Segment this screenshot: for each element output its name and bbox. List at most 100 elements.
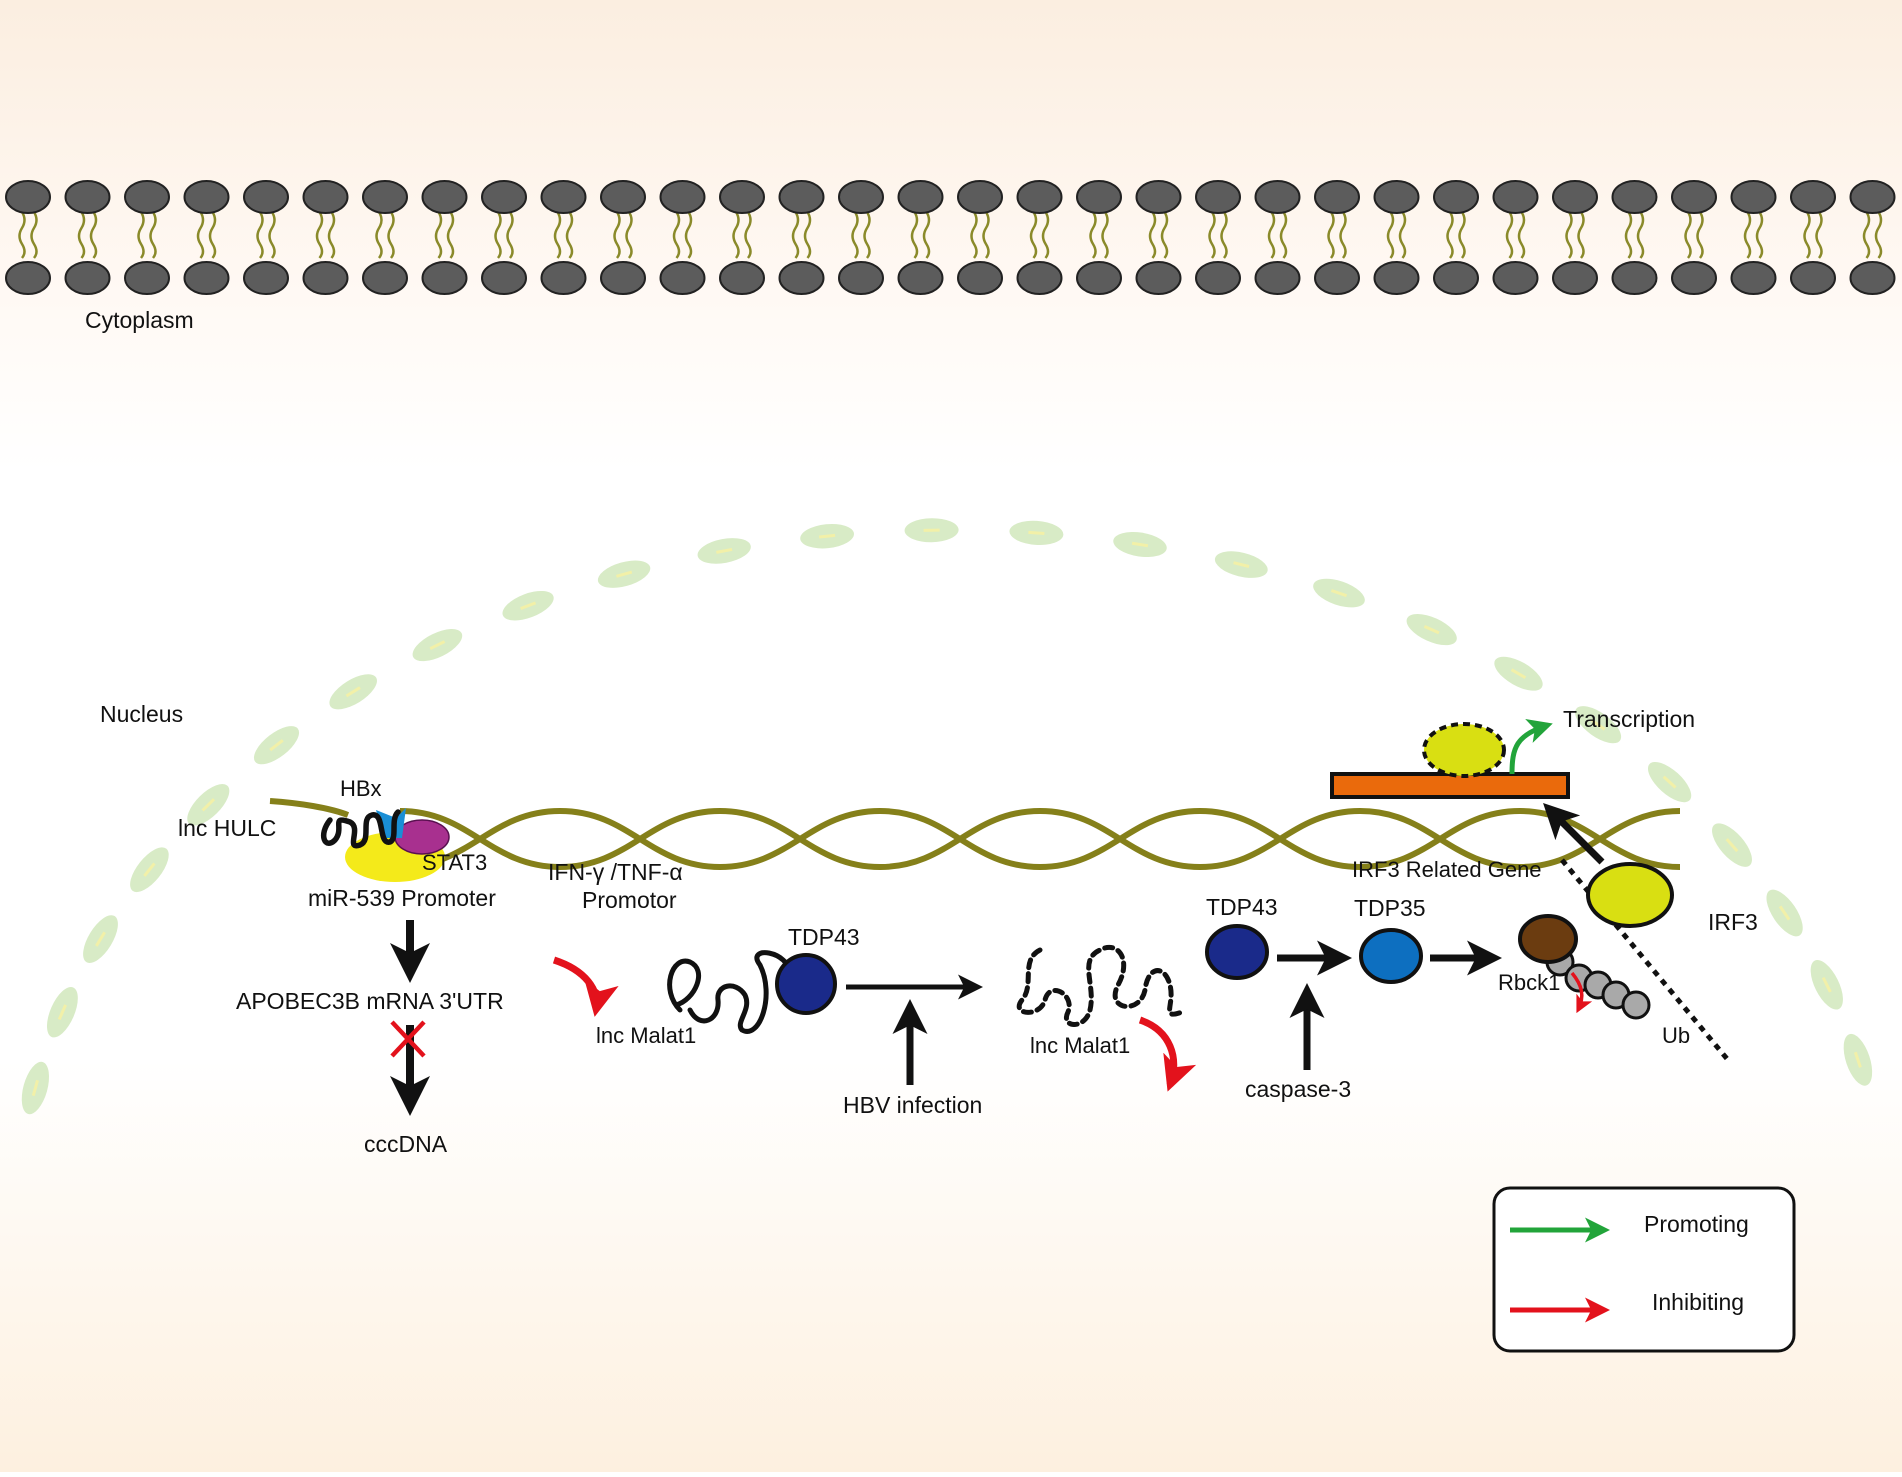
lipid-head bbox=[542, 181, 586, 213]
mir539-promoter-label: miR-539 Promoter bbox=[308, 885, 496, 911]
lipid-head bbox=[720, 181, 764, 213]
lipid-head bbox=[66, 262, 110, 294]
lnc-malat1-left-label: lnc Malat1 bbox=[596, 1023, 696, 1048]
lipid-head bbox=[125, 262, 169, 294]
lipid-head bbox=[1434, 262, 1478, 294]
tdp43-right-label: TDP43 bbox=[1206, 894, 1278, 920]
lipid-head bbox=[1613, 262, 1657, 294]
irf3-label: IRF3 bbox=[1708, 909, 1758, 935]
lipid-head bbox=[1018, 262, 1062, 294]
lipid-head bbox=[958, 181, 1002, 213]
caspase3-label: caspase-3 bbox=[1245, 1076, 1351, 1102]
lipid-head bbox=[1434, 181, 1478, 213]
lipid-head bbox=[1256, 181, 1300, 213]
ub-label: Ub bbox=[1662, 1023, 1690, 1048]
nuclear-pore-core bbox=[819, 535, 835, 537]
irf3-protein bbox=[1588, 864, 1672, 926]
rbck1-label: Rbck1 bbox=[1498, 970, 1560, 995]
lipid-head bbox=[1851, 262, 1895, 294]
lipid-head bbox=[1672, 262, 1716, 294]
lipid-head bbox=[1494, 181, 1538, 213]
lipid-head bbox=[601, 181, 645, 213]
lipid-head bbox=[6, 262, 50, 294]
promotor-label: Promotor bbox=[582, 887, 677, 913]
rbck1-protein bbox=[1520, 916, 1576, 962]
lipid-head bbox=[1791, 262, 1835, 294]
irf3-related-gene-bar bbox=[1332, 774, 1568, 797]
lipid-head bbox=[661, 262, 705, 294]
hbx-label: HBx bbox=[340, 776, 382, 801]
lipid-head bbox=[304, 181, 348, 213]
lipid-head bbox=[423, 262, 467, 294]
lipid-head bbox=[244, 181, 288, 213]
lipid-head bbox=[1315, 262, 1359, 294]
lipid-head bbox=[304, 262, 348, 294]
tdp43-protein-left bbox=[777, 955, 835, 1013]
legend: Promoting Inhibiting bbox=[1494, 1188, 1794, 1351]
legend-inhibiting-label: Inhibiting bbox=[1652, 1289, 1744, 1315]
lipid-head bbox=[185, 262, 229, 294]
lipid-head bbox=[1851, 181, 1895, 213]
lipid-head bbox=[1732, 181, 1776, 213]
lipid-head bbox=[839, 181, 883, 213]
lipid-head bbox=[1553, 262, 1597, 294]
lipid-head bbox=[1494, 262, 1538, 294]
cccdna-label: cccDNA bbox=[364, 1131, 448, 1157]
hbv-infection-label: HBV infection bbox=[843, 1092, 982, 1118]
tdp43-left-label: TDP43 bbox=[788, 924, 860, 950]
lipid-head bbox=[601, 262, 645, 294]
lipid-head bbox=[1018, 181, 1062, 213]
lipid-head bbox=[1137, 262, 1181, 294]
apobec3b-label: APOBEC3B mRNA 3'UTR bbox=[236, 988, 504, 1014]
lipid-head bbox=[1077, 262, 1121, 294]
lipid-head bbox=[1553, 181, 1597, 213]
lipid-head bbox=[1196, 262, 1240, 294]
transcription-label: Transcription bbox=[1563, 706, 1695, 732]
lipid-head bbox=[363, 262, 407, 294]
lipid-head bbox=[1077, 181, 1121, 213]
nuclear-pore-core bbox=[1028, 532, 1044, 533]
bound-irf3-protein bbox=[1424, 724, 1504, 776]
lipid-head bbox=[482, 262, 526, 294]
lipid-head bbox=[1732, 262, 1776, 294]
lnc-hulc-label: lnc HULC bbox=[178, 815, 276, 841]
lipid-head bbox=[1613, 181, 1657, 213]
ifn-tnf-label: IFN-γ /TNF-α bbox=[548, 859, 683, 885]
lipid-head bbox=[1791, 181, 1835, 213]
lipid-head bbox=[66, 181, 110, 213]
lipid-head bbox=[958, 262, 1002, 294]
cytoplasm-label: Cytoplasm bbox=[85, 307, 194, 333]
lipid-head bbox=[720, 262, 764, 294]
lipid-head bbox=[244, 262, 288, 294]
lipid-head bbox=[482, 181, 526, 213]
lipid-head bbox=[899, 181, 943, 213]
lipid-head bbox=[1315, 181, 1359, 213]
lipid-head bbox=[6, 181, 50, 213]
legend-promoting-label: Promoting bbox=[1644, 1211, 1749, 1237]
lnc-malat1-right-label: lnc Malat1 bbox=[1030, 1033, 1130, 1058]
lipid-head bbox=[1672, 181, 1716, 213]
lipid-head bbox=[1256, 262, 1300, 294]
tdp43-protein-right bbox=[1207, 926, 1267, 978]
lipid-head bbox=[1196, 181, 1240, 213]
lipid-head bbox=[1375, 181, 1419, 213]
lipid-head bbox=[125, 181, 169, 213]
lipid-head bbox=[839, 262, 883, 294]
lipid-head bbox=[542, 262, 586, 294]
tdp35-protein bbox=[1361, 930, 1421, 982]
lipid-head bbox=[363, 181, 407, 213]
lipid-head bbox=[780, 181, 824, 213]
tdp35-label: TDP35 bbox=[1354, 895, 1426, 921]
lipid-head bbox=[1137, 181, 1181, 213]
lipid-head bbox=[185, 181, 229, 213]
stat3-label: STAT3 bbox=[422, 850, 487, 875]
lipid-head bbox=[423, 181, 467, 213]
nucleus-label: Nucleus bbox=[100, 701, 183, 727]
ubiquitin-icon bbox=[1623, 992, 1649, 1018]
irf3-related-gene-label: IRF3 Related Gene bbox=[1352, 857, 1542, 882]
lipid-head bbox=[780, 262, 824, 294]
lipid-head bbox=[899, 262, 943, 294]
lipid-head bbox=[661, 181, 705, 213]
lipid-head bbox=[1375, 262, 1419, 294]
